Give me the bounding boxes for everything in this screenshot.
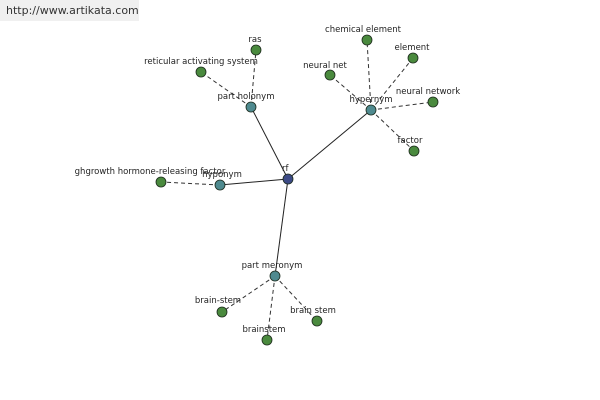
node-label-brainstem: brainstem: [242, 325, 285, 335]
node-reticular-activating-system[interactable]: reticular activating system: [144, 57, 258, 78]
node-chemical-element[interactable]: chemical element: [325, 25, 402, 46]
nodes-layer: rf part holonym hypernym hyponym part merony…: [75, 25, 460, 346]
edge-hypernym-to-neural-network: [370, 101, 434, 111]
node-dot-hypernym[interactable]: [365, 104, 377, 116]
node-dot-brain-stem[interactable]: [311, 315, 323, 327]
node-label-neural-network: neural network: [396, 87, 460, 97]
edge-rf-to-hypernym: [287, 109, 372, 180]
node-hypernym[interactable]: hypernym: [349, 95, 393, 116]
edge-hyponym-to-ghgrowth-hormone-releasing-factor: [160, 181, 221, 186]
node-part-meronym[interactable]: part meronym: [242, 261, 303, 282]
node-brain-stem[interactable]: brain stem: [290, 306, 336, 327]
node-label-brain-stem: brain stem: [290, 306, 336, 316]
node-rf[interactable]: rf: [282, 164, 294, 185]
source-watermark: http://www.artikata.com: [0, 0, 139, 21]
node-dot-ras[interactable]: [250, 44, 262, 56]
node-ghgrowth-hormone-releasing-factor[interactable]: ghgrowth hormone-releasing factor: [75, 167, 226, 188]
node-label-reticular-activating-system: reticular activating system: [144, 57, 258, 67]
edge-part-meronym-to-brain-stem-hyphen: [221, 275, 276, 313]
node-hyponym[interactable]: hyponym: [202, 170, 242, 191]
node-neural-network[interactable]: neural network: [396, 87, 460, 108]
node-dot-brain-stem-hyphen[interactable]: [216, 306, 228, 318]
node-brain-stem-hyphen[interactable]: brain-stem: [195, 296, 241, 318]
node-factor[interactable]: factor: [398, 136, 423, 157]
node-label-factor: factor: [398, 136, 423, 146]
edge-rf-to-hyponym: [219, 178, 289, 186]
node-part-holonym[interactable]: part holonym: [218, 92, 275, 113]
node-label-rf: rf: [282, 164, 289, 174]
node-label-hypernym: hypernym: [349, 95, 392, 105]
node-dot-brainstem[interactable]: [261, 334, 273, 346]
edge-rf-to-part-holonym: [250, 106, 289, 180]
node-ras[interactable]: ras: [248, 35, 262, 56]
node-label-neural-net: neural net: [303, 61, 347, 71]
node-label-part-meronym: part meronym: [242, 261, 303, 271]
node-label-brain-stem-hyphen: brain-stem: [195, 296, 241, 306]
node-label-hyponym: hyponym: [202, 170, 242, 180]
node-brainstem[interactable]: brainstem: [242, 325, 286, 346]
node-label-part-holonym: part holonym: [218, 92, 275, 102]
node-dot-neural-network[interactable]: [427, 96, 439, 108]
node-dot-chemical-element[interactable]: [361, 34, 373, 46]
edge-hypernym-to-factor: [370, 109, 415, 152]
node-element[interactable]: element: [394, 43, 430, 64]
node-label-element: element: [394, 43, 430, 53]
edge-rf-to-part-meronym: [274, 178, 289, 277]
edge-part-holonym-to-reticular-activating-system: [200, 71, 252, 108]
node-label-ghgrowth-hormone-releasing-factor: ghgrowth hormone-releasing factor: [75, 167, 226, 177]
node-dot-reticular-activating-system[interactable]: [195, 66, 207, 78]
edge-hypernym-to-neural-net: [329, 74, 372, 111]
edge-part-meronym-to-brainstem: [266, 275, 276, 341]
node-label-ras: ras: [248, 35, 262, 45]
node-dot-part-holonym[interactable]: [245, 101, 257, 113]
node-dot-factor[interactable]: [408, 145, 420, 157]
edge-part-meronym-to-brain-stem: [274, 275, 318, 322]
node-dot-hyponym[interactable]: [214, 179, 226, 191]
node-dot-ghgrowth-hormone-releasing-factor[interactable]: [155, 176, 167, 188]
node-neural-net[interactable]: neural net: [303, 61, 348, 81]
node-dot-neural-net[interactable]: [324, 69, 336, 81]
node-dot-rf[interactable]: [282, 173, 294, 185]
edge-hypernym-to-chemical-element: [366, 39, 372, 111]
node-dot-element[interactable]: [407, 52, 419, 64]
node-label-chemical-element: chemical element: [325, 25, 402, 35]
edge-part-holonym-to-ras: [250, 49, 257, 108]
edges-layer: [160, 39, 434, 341]
node-dot-part-meronym[interactable]: [269, 270, 281, 282]
